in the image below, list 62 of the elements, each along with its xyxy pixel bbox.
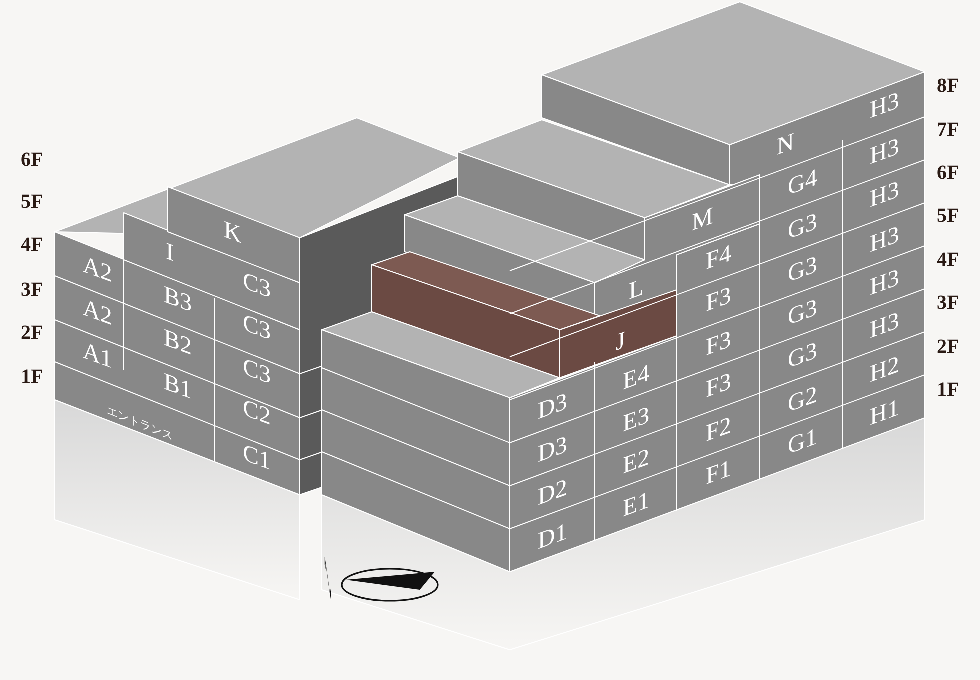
unit-label: C3 xyxy=(243,268,272,304)
unit-label: G2 xyxy=(788,382,817,418)
floor-label: 2F xyxy=(21,323,44,343)
unit-label: F4 xyxy=(706,241,731,275)
unit-label: F3 xyxy=(706,283,731,317)
floor-label: 6F xyxy=(21,150,44,170)
unit-label: H3 xyxy=(870,88,899,124)
unit-label: H3 xyxy=(870,134,899,170)
unit-label: G3 xyxy=(788,296,817,330)
unit-label: D3 xyxy=(538,432,567,468)
compass-letter: N xyxy=(324,550,332,608)
unit-label: G3 xyxy=(788,338,817,374)
floor-label: 2F xyxy=(937,337,960,357)
unit-label: H3 xyxy=(870,178,899,212)
unit-label: C3 xyxy=(243,354,272,390)
unit-label: G4 xyxy=(788,166,817,200)
floor-label: 8F xyxy=(937,76,960,96)
unit-label: G1 xyxy=(788,424,817,460)
floor-label: 4F xyxy=(21,235,44,255)
unit-label: B1 xyxy=(164,370,192,404)
unit-label: A1 xyxy=(82,338,112,374)
unit-label: F3 xyxy=(706,327,731,361)
floor-label: 5F xyxy=(937,206,960,226)
unit-label: E3 xyxy=(622,403,650,437)
unit-label: K xyxy=(224,218,241,248)
floor-label: 5F xyxy=(21,192,44,212)
unit-label: J xyxy=(616,328,625,356)
unit-label: H2 xyxy=(870,352,899,388)
unit-label: H3 xyxy=(870,266,899,300)
unit-label: N xyxy=(776,130,794,160)
floor-label: 3F xyxy=(21,280,44,300)
unit-label: F3 xyxy=(706,369,731,403)
unit-label: H1 xyxy=(870,396,899,430)
floor-label: 7F xyxy=(937,120,960,140)
unit-label: C1 xyxy=(243,440,272,476)
entrance-label: エントランス xyxy=(107,404,173,442)
floor-label: 1F xyxy=(937,380,960,400)
unit-label: F1 xyxy=(706,456,731,490)
floor-label: 1F xyxy=(21,367,44,387)
unit-label: M xyxy=(692,204,713,236)
floor-label: 6F xyxy=(937,163,960,183)
floor-label: 3F xyxy=(937,293,960,313)
unit-label: G3 xyxy=(788,252,817,288)
unit-label: L xyxy=(628,275,644,305)
unit-label: H3 xyxy=(870,222,899,258)
unit-label: H3 xyxy=(870,308,899,344)
unit-label: D1 xyxy=(538,520,567,554)
unit-label: I xyxy=(166,240,174,266)
unit-label: G3 xyxy=(788,210,817,244)
unit-label: E2 xyxy=(622,445,650,479)
unit-label: A2 xyxy=(82,252,112,288)
unit-label: A2 xyxy=(82,296,112,330)
unit-label: D3 xyxy=(538,390,567,424)
unit-label: E4 xyxy=(622,361,650,395)
floor-label: 4F xyxy=(937,250,960,270)
unit-label: E1 xyxy=(622,488,650,522)
unit-label: F2 xyxy=(706,413,731,447)
unit-label: B2 xyxy=(164,326,192,360)
unit-label: D2 xyxy=(538,476,567,510)
unit-label: C2 xyxy=(243,396,272,430)
unit-label: B3 xyxy=(164,282,192,318)
unit-label: C3 xyxy=(243,310,272,346)
